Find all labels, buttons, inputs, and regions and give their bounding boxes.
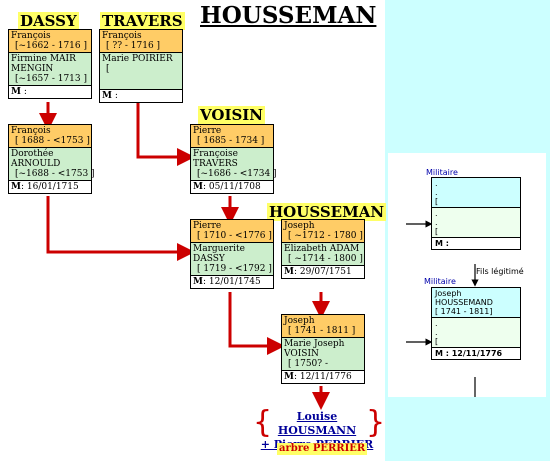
husband-dates: [ 1710 - <1776 ] (197, 231, 272, 241)
wife-name: Françoise TRAVERS (193, 149, 238, 169)
side-label-militaire-2: Militaire (424, 277, 456, 286)
wife-name: Elizabeth ADAM (284, 244, 360, 254)
husband-box[interactable]: François [ ?? - 1716 ] (100, 30, 182, 52)
marriage-date: : 12/11/1776 (293, 372, 352, 382)
couple-card-3[interactable]: François [ 1688 - <1753 ] Dorothée ARNOU… (8, 124, 95, 194)
marriage-date: : 05/11/1708 (202, 182, 261, 192)
marriage-row: M: 12/01/1745 (191, 275, 273, 288)
side-card-2[interactable]: Joseph HOUSSEMAND [ 1741 - 1811] . . [ M… (431, 287, 521, 360)
husband-box[interactable]: Joseph [ 1741 - 1811 ] (282, 315, 364, 337)
arbre-perrier-link[interactable]: arbre PERRIER (277, 443, 368, 455)
side-arrows (406, 220, 479, 397)
marriage-row: M: 05/11/1708 (191, 180, 273, 193)
husband-dates: [ 1688 - <1753 ] (15, 136, 90, 146)
wife-dates: [ ~1714 - 1800 ] (288, 254, 363, 264)
husband-name: Joseph (284, 316, 315, 326)
wife-dates: [ (106, 64, 110, 74)
family-dassy: DASSY (18, 12, 79, 30)
wife-box[interactable]: Marie POIRIER [ (100, 52, 182, 89)
husband-dates: [ ~1712 - 1780 ] (288, 231, 363, 241)
brace-right: } (366, 405, 386, 440)
arrow-c2-c4 (136, 90, 195, 166)
wife-dates: [ 1719 - <1792 ] (197, 264, 272, 274)
side-card-top: Joseph HOUSSEMAND [ 1741 - 1811] (432, 288, 520, 318)
wife-name: Dorothée ARNOULD (11, 149, 61, 169)
husband-name: François (11, 31, 51, 41)
wife-box[interactable]: Marguerite DASSY [ 1719 - <1792 ] (191, 242, 273, 275)
husband-name: François (11, 126, 51, 136)
wife-box[interactable]: Marie Joseph VOISIN [ 1750? - (282, 337, 364, 370)
marriage-row: M : (100, 89, 182, 102)
husband-dates: [ ?? - 1716 ] (106, 41, 161, 51)
wife-dates: [ 1750? - (288, 359, 329, 369)
page-title: HOUSSEMAN (200, 2, 377, 29)
husband-name: Joseph (284, 221, 315, 231)
wife-dates: [~1688 - <1753 ] (15, 169, 95, 179)
husband-name: François (102, 31, 142, 41)
couple-card-7[interactable]: Joseph [ 1741 - 1811 ] Marie Joseph VOIS… (281, 314, 365, 384)
connector-lines (39, 90, 330, 410)
husband-dates: [ 1741 - 1811 ] (288, 326, 356, 336)
family-travers: TRAVERS (100, 12, 185, 30)
couple-card-4[interactable]: Pierre [ 1685 - 1734 ] Françoise TRAVERS… (190, 124, 277, 194)
marriage-date: : 12/01/1745 (202, 277, 261, 287)
husband-box[interactable]: François [~1662 - 1716 ] (9, 30, 91, 52)
side-card-marriage: M : (432, 238, 520, 249)
marriage-row: M: 12/11/1776 (282, 370, 364, 383)
husband-box[interactable]: François [ 1688 - <1753 ] (9, 125, 91, 147)
wife-name: Firmine MAIR MENGIN (11, 54, 76, 74)
wife-dates: [~1686 - <1734 ] (197, 169, 277, 179)
husband-name: Pierre (193, 126, 222, 136)
husband-box[interactable]: Pierre [ 1685 - 1734 ] (191, 125, 273, 147)
husband-dates: [~1662 - 1716 ] (15, 41, 87, 51)
wife-box[interactable]: Elizabeth ADAM [ ~1714 - 1800 ] (282, 242, 364, 265)
wife-name: Marie Joseph VOISIN (284, 339, 345, 359)
marriage-date: : 29/07/1751 (293, 267, 352, 277)
marriage-date: : 16/01/1715 (20, 182, 79, 192)
side-card-top: . . [ (432, 178, 520, 208)
marriage-row: M: 16/01/1715 (9, 180, 91, 193)
husband-name: Pierre (193, 221, 222, 231)
side-card-1[interactable]: . . [ . . [ M : (431, 177, 521, 250)
couple-card-1[interactable]: François [~1662 - 1716 ] Firmine MAIR ME… (8, 29, 92, 99)
couple-card-2[interactable]: François [ ?? - 1716 ] Marie POIRIER [ M… (99, 29, 183, 103)
side-label-militaire-1: Militaire (426, 168, 458, 177)
husband-box[interactable]: Pierre [ 1710 - <1776 ] (191, 220, 273, 242)
family-voisin: VOISIN (198, 106, 266, 124)
link-louise-housmann[interactable]: Louise HOUSMANN (277, 410, 357, 437)
wife-name: Marguerite DASSY (193, 244, 245, 264)
arrow-c3-c5 (46, 196, 195, 261)
brace-left: { (253, 405, 273, 440)
side-card-marriage: M : 12/11/1776 (432, 348, 520, 359)
side-card-middle: . . [ (432, 318, 520, 348)
wife-box[interactable]: Françoise TRAVERS [~1686 - <1734 ] (191, 147, 277, 180)
couple-card-6[interactable]: Joseph [ ~1712 - 1780 ] Elizabeth ADAM [… (281, 219, 365, 279)
wife-box[interactable]: Dorothée ARNOULD [~1688 - <1753 ] (9, 147, 95, 180)
marriage-row: M : (9, 85, 91, 98)
husband-dates: [ 1685 - 1734 ] (197, 136, 265, 146)
family-housseman: HOUSSEMAN (267, 203, 387, 221)
side-card-middle: . . [ (432, 208, 520, 238)
arrow-c5-c7 (228, 292, 285, 355)
side-label-legitime: Fils légitimé (476, 267, 524, 276)
wife-name: Marie POIRIER (102, 54, 173, 64)
wife-box[interactable]: Firmine MAIR MENGIN [~1657 - 1713 ] (9, 52, 91, 85)
marriage-row: M: 29/07/1751 (282, 265, 364, 278)
husband-box[interactable]: Joseph [ ~1712 - 1780 ] (282, 220, 364, 242)
couple-card-5[interactable]: Pierre [ 1710 - <1776 ] Marguerite DASSY… (190, 219, 274, 289)
wife-dates: [~1657 - 1713 ] (15, 74, 87, 84)
